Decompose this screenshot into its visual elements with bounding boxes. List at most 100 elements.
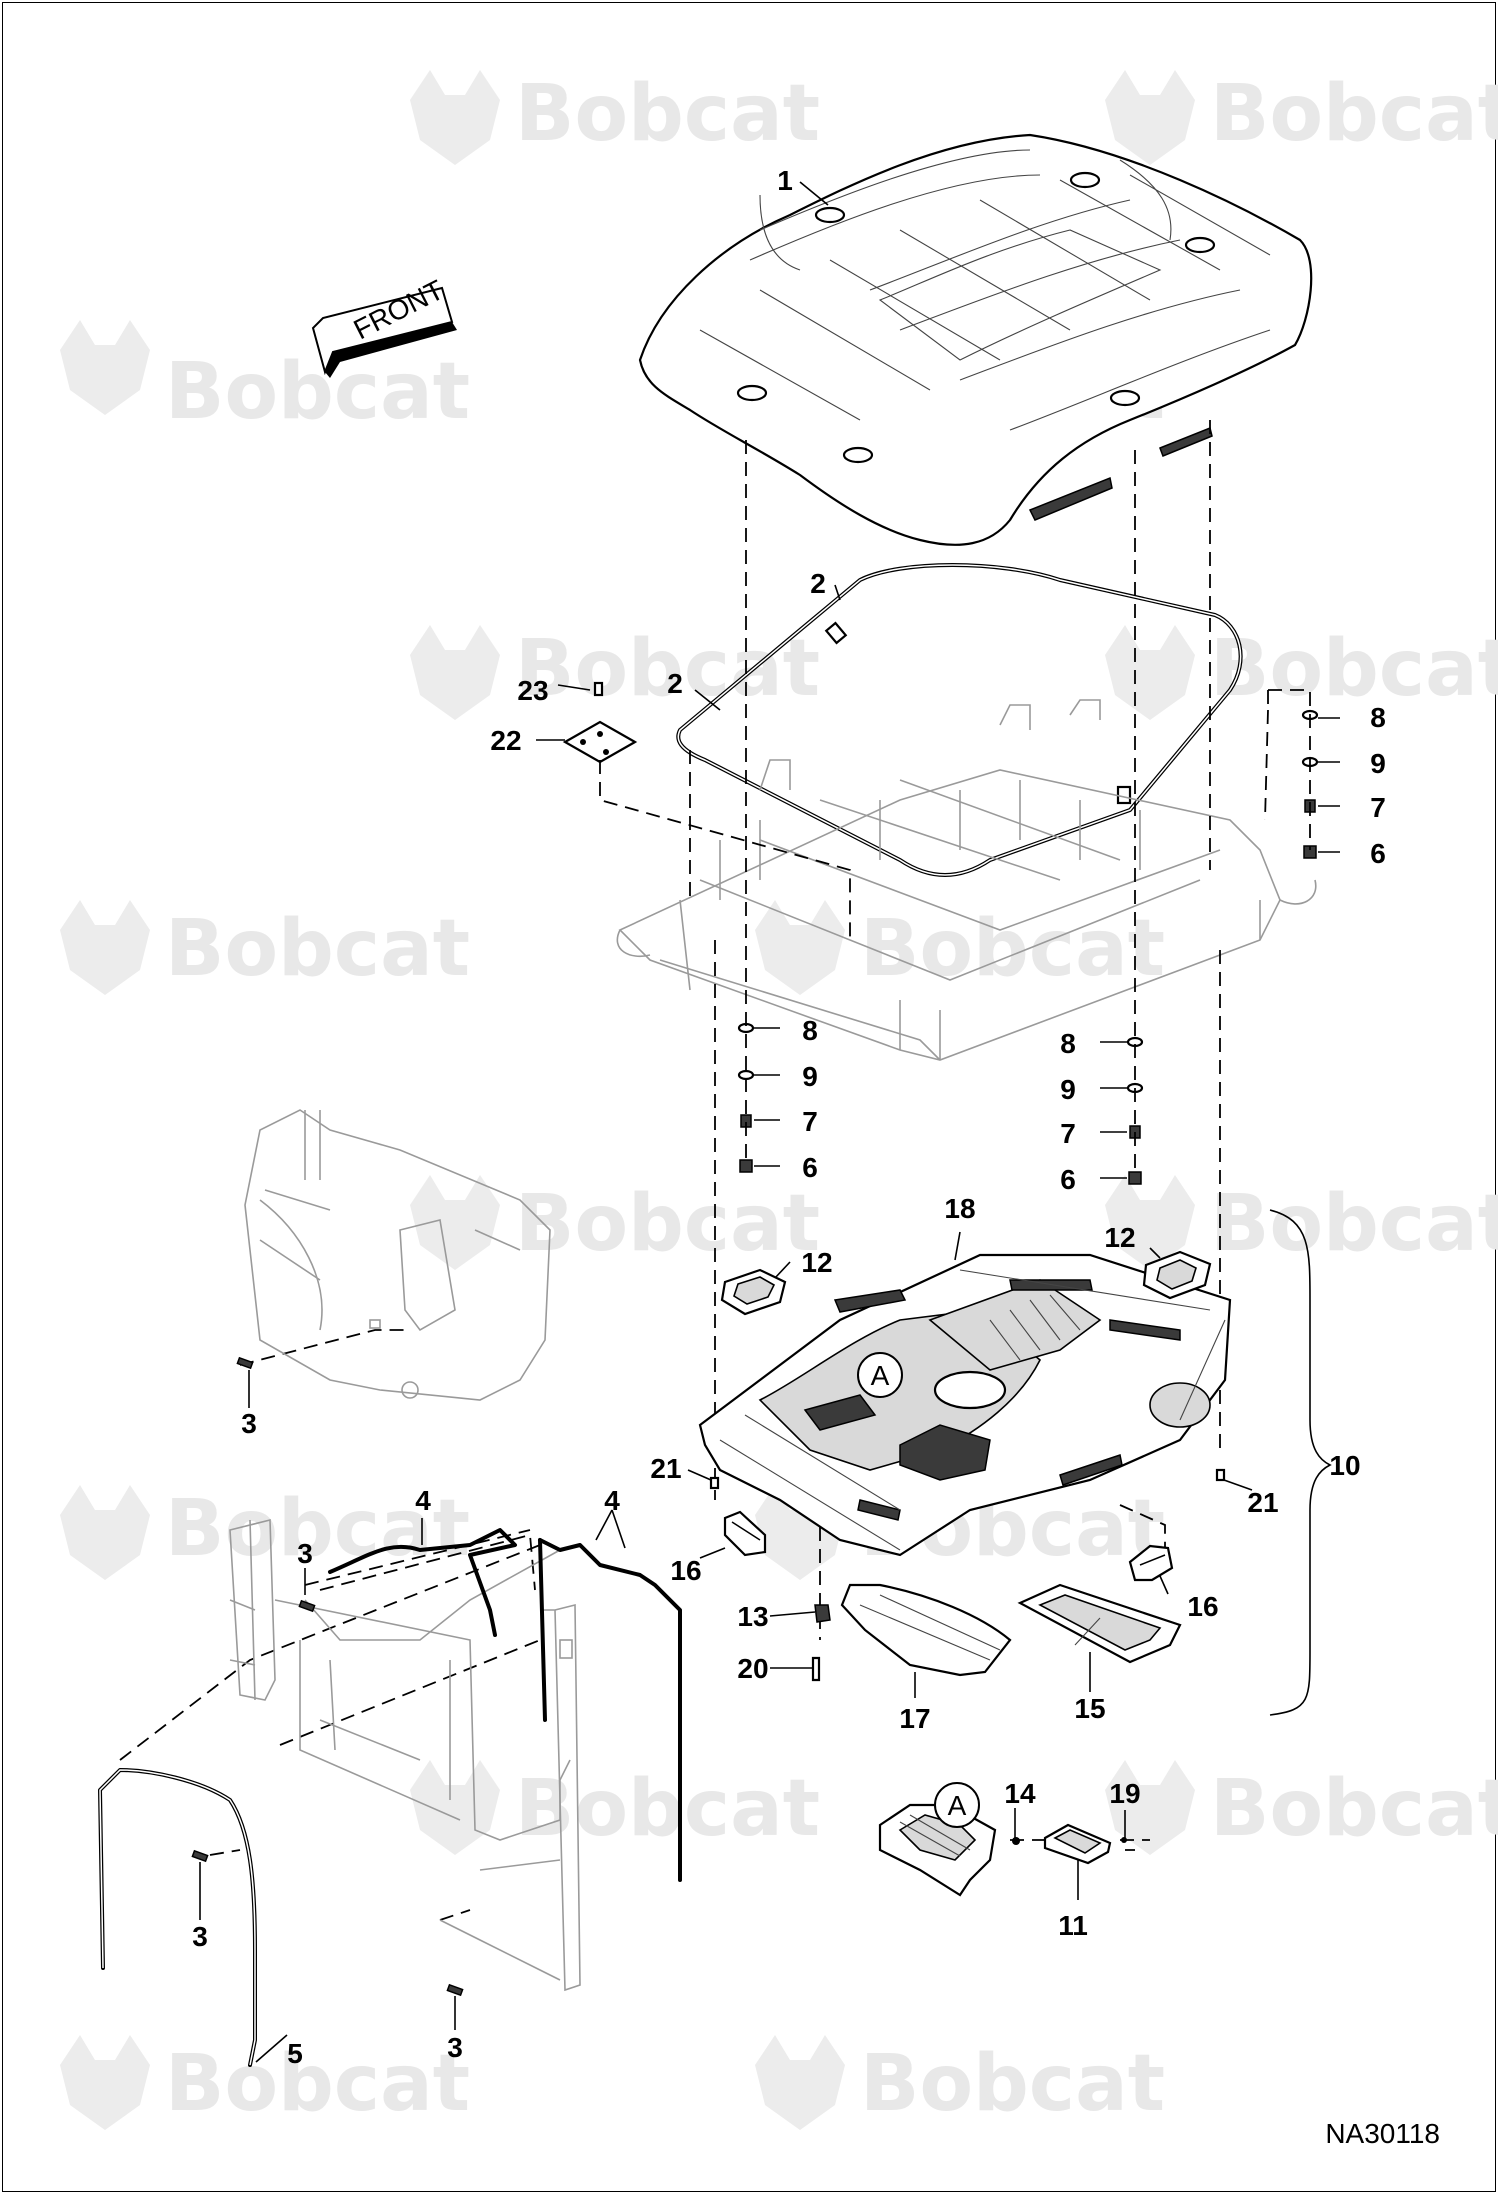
- watermark-logo: [410, 625, 500, 720]
- part-11-lens: [1043, 1823, 1112, 1865]
- detail-a-marker-inset: A: [934, 1782, 980, 1828]
- detail-a-light-assembly: [878, 1803, 997, 1897]
- watermark-logo: [60, 320, 150, 415]
- callout-12: 12: [1104, 1222, 1135, 1253]
- callout-19: 19: [1109, 1778, 1140, 1809]
- part-1-roof-top: [638, 133, 1313, 546]
- watermark-text: Bobcat: [165, 1484, 470, 1574]
- watermark-text: Bobcat: [1210, 69, 1498, 159]
- part-17-access-panel: [840, 1583, 1012, 1677]
- callout-2: 2: [667, 668, 683, 699]
- callout-9: 9: [1370, 748, 1386, 779]
- nut-6: [739, 1159, 753, 1173]
- callout-23: 23: [517, 675, 548, 706]
- part-22-cover-plate: [562, 720, 638, 764]
- callout-5: 5: [287, 2038, 303, 2069]
- watermark-text: Bobcat: [515, 1179, 820, 1269]
- watermark-text: Bobcat: [515, 69, 820, 159]
- detail-a-label: A: [871, 1360, 890, 1391]
- callout-16: 16: [1187, 1591, 1218, 1622]
- watermark-logo: [410, 70, 500, 165]
- seal-joint: [824, 621, 848, 645]
- callout-11: 11: [1058, 1910, 1088, 1941]
- pin: [446, 1983, 464, 1997]
- watermark-logo: [1105, 70, 1195, 165]
- roof-mount-boss: [736, 384, 768, 402]
- part-18-headliner: [698, 1253, 1232, 1557]
- watermark-text: Bobcat: [1210, 1764, 1498, 1854]
- callout-7: 7: [1060, 1118, 1076, 1149]
- callout-17: 17: [899, 1703, 930, 1734]
- speaker-recess: [1149, 1382, 1211, 1428]
- callout-9: 9: [802, 1061, 818, 1092]
- callout-3: 3: [297, 1538, 313, 1569]
- callout-8: 8: [1060, 1028, 1076, 1059]
- washer-9: [737, 1069, 755, 1081]
- roof-mount-boss: [1109, 389, 1141, 407]
- part-4-door-seal-upper: [328, 1528, 517, 1637]
- part-3-pins: [191, 1356, 464, 1997]
- lock-washer-7: [740, 1114, 752, 1128]
- cab-side-ghost: [244, 1109, 551, 1401]
- drawing-number: NA30118: [1325, 2118, 1440, 2149]
- callout-16: 16: [670, 1555, 701, 1586]
- callout-15: 15: [1074, 1693, 1105, 1724]
- roof-mount-boss: [814, 206, 846, 224]
- part-13-clip: [814, 1604, 831, 1623]
- pin: [298, 1599, 316, 1613]
- callout-3: 3: [241, 1408, 257, 1439]
- callout-8: 8: [1370, 702, 1386, 733]
- leader-lines: [199, 181, 1340, 2063]
- callout-labels: 1 2 2 23 22 8 9 7 6 8 9 7 6 8 9 7 6 18 1…: [192, 165, 1386, 2069]
- callout-18: 18: [944, 1193, 975, 1224]
- watermark-logo: [755, 2035, 845, 2130]
- callout-4: 4: [604, 1485, 620, 1516]
- watermark-logo: [410, 1760, 500, 1855]
- screw-21: [1215, 1468, 1226, 1482]
- watermark-text: Bobcat: [515, 1764, 820, 1854]
- part-12-vent-bezel-right: [1142, 1250, 1212, 1300]
- part-20-screw: [811, 1656, 821, 1682]
- lower-cab-frame-ghost: [229, 1518, 581, 1992]
- callout-21: 21: [1247, 1487, 1278, 1518]
- cab-frame-ghost: [616, 699, 1317, 1061]
- roof-mount-boss: [842, 446, 874, 464]
- watermark-text: Bobcat: [860, 904, 1165, 994]
- part-2-roof-seal: [676, 563, 1243, 877]
- part-16-handle-right: [1128, 1544, 1174, 1582]
- screw-21: [709, 1476, 720, 1490]
- callout-21: 21: [650, 1453, 681, 1484]
- watermark-logo: [1105, 625, 1195, 720]
- callout-6: 6: [1370, 838, 1386, 869]
- callout-13: 13: [737, 1601, 768, 1632]
- nut-6: [1303, 845, 1317, 859]
- watermark-text: Bobcat: [165, 347, 470, 437]
- part-16-handle-left: [723, 1510, 767, 1557]
- part-19-screw: [1121, 1837, 1127, 1843]
- part-12-vent-bezel-left: [720, 1268, 787, 1316]
- watermark-logo: [60, 900, 150, 995]
- callout-3: 3: [192, 1921, 208, 1952]
- detail-a-label: A: [948, 1790, 967, 1821]
- watermark-logo: [410, 1175, 500, 1270]
- callout-20: 20: [737, 1653, 768, 1684]
- roof-mount-boss: [1184, 236, 1216, 254]
- part-4-door-seal-side: [538, 1538, 682, 1882]
- part-5-door-seal: [98, 1768, 257, 2067]
- callout-4: 4: [415, 1485, 431, 1516]
- watermark-logo: [1105, 1760, 1195, 1855]
- detail-a-marker-headliner: A: [857, 1352, 903, 1398]
- callout-8: 8: [802, 1015, 818, 1046]
- watermark-text: Bobcat: [165, 904, 470, 994]
- part-23-screw: [593, 681, 604, 697]
- watermark-logo: [60, 2035, 150, 2130]
- part-15-filter-cover: [1017, 1583, 1182, 1664]
- pin: [236, 1356, 254, 1370]
- callout-7: 7: [1370, 792, 1386, 823]
- callout-3: 3: [447, 2032, 463, 2063]
- watermark-logo: [60, 1485, 150, 1580]
- seal-joint: [1116, 785, 1132, 805]
- callout-10: 10: [1329, 1450, 1360, 1481]
- pin: [191, 1849, 209, 1863]
